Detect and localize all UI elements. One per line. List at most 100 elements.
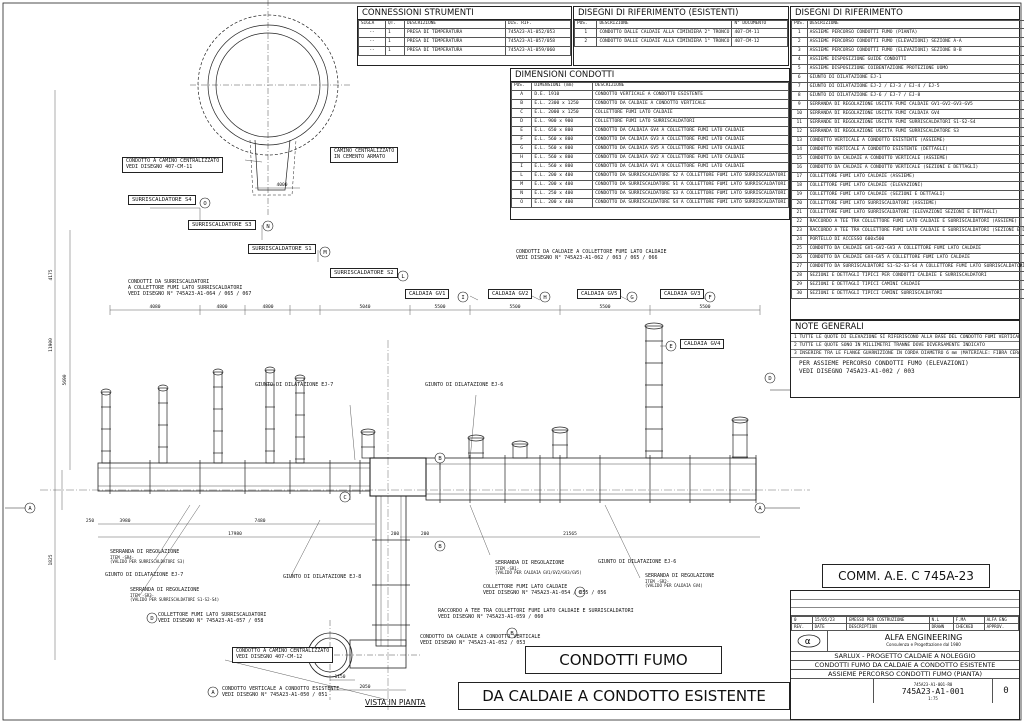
note-title: NOTE GENERALI [791,321,1019,334]
bubble-letter: A [758,506,762,512]
dimensioni-title: DIMENSIONI CONDOTTI [511,69,789,82]
dimensioni-cell: CONDOTTO DA CALDAIA GV3 A COLLETTORE FUM… [592,135,789,145]
callout-bubble-o: O [199,197,211,209]
rev-cell: DRAWN [928,623,954,631]
riferimento-cell: 10 [791,109,808,119]
riferimento-cell: ASSIEME PERCORSO CONDOTTI FUMO (ELEVAZIO… [806,37,1024,47]
riferimento-cell: 8 [791,91,808,101]
tb-disclaimer [791,679,874,703]
label-raccordo: RACCORDO A TEE TRA COLLETTORI FUMI LATO … [438,608,634,621]
label-line: GIUNTO DI DILATAZIONE EJ-6 [598,559,677,565]
riferimento-cell: CONDOTTO DA CALDAIE A CONDOTTO VERTICALE… [806,163,1024,173]
riferimento-cell: GIUNTO DI DILATAZIONE EJ-2 / EJ-3 / EJ-4… [806,82,1024,92]
callout-bubble-i: I [457,291,469,303]
connessioni-header: DESCRIZIONE [404,20,506,29]
dimensioni-condotti-table: DIMENSIONI CONDOTTI POS.DIMENSIONI (mm)D… [510,68,790,220]
label-gv1: CALDAIA GV1 [405,289,450,299]
label-line: SERRANDA DI REGOLAZIONE [495,560,565,566]
label-surr-s1: SURRISCALDATORE S1 [248,244,316,254]
callout-bubble-a: A [754,502,766,514]
dimensioni-cell: E [510,126,533,136]
riferimento-cell: RACCORDO A TEE TRA COLLETTORE FUMI LATO … [806,226,1024,236]
riferimento-cell: 22 [791,217,808,227]
callout-bubble-l: L [397,270,409,282]
label-line: GIUNTO DI DILATAZIONE EJ-7 [105,572,184,578]
title-1: CONDOTTI FUMO [559,651,688,669]
label-ej6-top: GIUNTO DI DILATAZIONE EJ-6 [425,382,503,389]
bubble-letter: D [150,616,153,622]
label-line: VEDI DISEGNO 407-CM-12 [236,653,303,660]
label-line: COLLETTORE FUMI LATO CALDAIE [483,584,568,590]
label-line: VEDI DISEGNO N° 745A23-A1-050 / 051 [222,691,328,698]
dimensioni-cell: E.L. 200 x 400 [531,198,594,208]
riferimento-title: DISEGNI DI RIFERIMENTO [791,7,1019,20]
dimensioni-cell: I [510,162,533,172]
connessioni-cell: 745A23-A1-057/058 [505,37,571,47]
dimension-text: 5500 [599,304,610,310]
riferimento-cell: 14 [791,145,808,155]
rev-cell: 0 [791,616,813,624]
duct-stack [100,388,112,464]
chimney-top [190,0,350,215]
dimensioni-cell: D.E. 1910 [531,90,594,100]
commessa-text: COMM. A.E. C 745A-23 [838,569,974,583]
connessioni-header: SIGLA [358,20,386,29]
dimensioni-cell: E.L. 900 x 900 [531,117,594,127]
dimensioni-cell: CONDOTTO DA CALDAIA GV4 A COLLETTORE FUM… [592,126,789,136]
dimension-text: 7480 [254,518,265,524]
rev-cell: N.L [928,616,954,624]
label-line: RACCORDO A TEE TRA COLLETTORI FUMI LATO … [438,608,634,614]
label-line: ITEM -SR2- [645,578,670,584]
label-surr-s2: SURRISCALDATORE S2 [330,268,398,278]
label-gv5: CALDAIA GV5 [577,289,622,299]
tb-line3: ASSIEME PERCORSO CONDOTTI FUMO (PIANTA) [791,670,1019,679]
rev-cell: F.MA [952,616,985,624]
riferimento-cell: SEZIONI E DETTAGLI TIPICI PER CONDOTTI C… [806,271,1024,281]
dimension-text: 5500 [434,304,445,310]
title-box-2: DA CALDAIE A CONDOTTO ESISTENTE [458,682,790,710]
note-item: 1 TUTTE LE QUOTE DI ELEVAZIONE SI RIFERI… [791,334,1019,342]
rev-cell: DATE [811,623,847,631]
dimensioni-cell: G [510,144,533,154]
section-markers [5,389,800,509]
bubble-letter: D [768,376,771,382]
label-gv4: CALDAIA GV4 [680,339,725,349]
leaders [139,159,709,701]
condotto-verticale [372,495,410,647]
label-line: VEDI DISEGNO N° 745A23-A1-054 / 055 / 05… [483,589,607,596]
dimension-text: 200 [421,531,430,537]
riferimento-cell: SERRANDA DI REGOLAZIONE USCITA FUMI CALD… [806,109,1024,119]
title-box-1: CONDOTTI FUMO [525,646,722,674]
riferimento-cell: 2 [791,37,808,47]
dimensioni-cell: E.L. 2000 x 1250 [531,108,594,118]
bubble-letter: B [438,456,442,462]
duct-stack [212,368,224,464]
dimensioni-cell: E.L. 200 x 400 [531,171,594,181]
label-line: CONDOTTI DA SURRISCALDATORI [128,279,210,285]
riferimento-cell: ASSIEME PERCORSO CONDOTTI FUMO (PIANTA) [806,28,1024,38]
dimensioni-cell: CONDOTTO DA SURRISCALDATORE S1 A COLLETT… [592,180,789,190]
dimension-text: 21565 [563,531,577,537]
connessioni-cell: 1 [385,37,405,47]
bubble-letter: O [203,201,206,207]
bubble-letter: A [211,690,215,696]
riferimento-cell: 24 [791,235,808,245]
callout-bubble-d: D [146,612,158,624]
riferimento-cell: CONDOTTO DA SURRISCALDATORI S1-S2-S3-S4 … [806,262,1024,272]
label-line: CONDOTTO DA CALDAIE A CONDOTTO VERTICALE [420,634,541,640]
riferimento-cell: 27 [791,262,808,272]
